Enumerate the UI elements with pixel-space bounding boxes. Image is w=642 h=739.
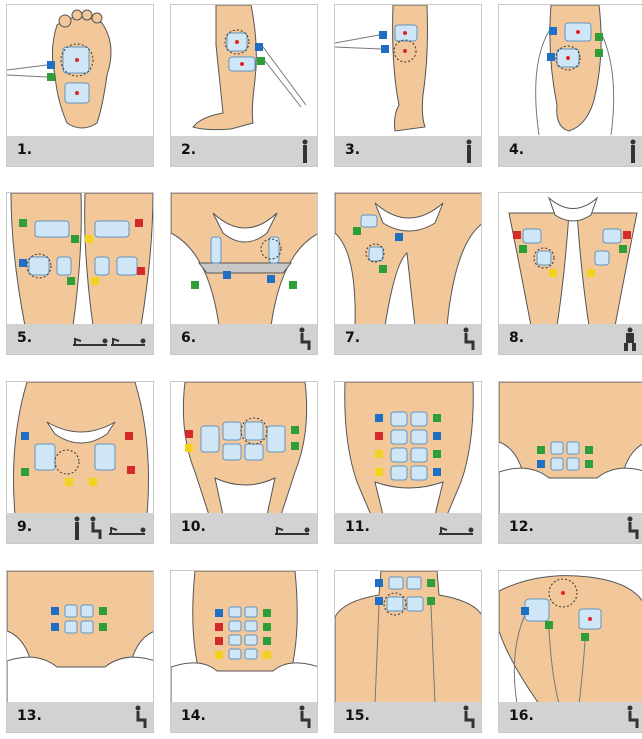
- lower-leg-side-illustration: [192, 5, 307, 131]
- label-bar: 2.: [171, 136, 317, 166]
- abdomen-illustration: [182, 382, 308, 515]
- panel-7: 7.: [334, 192, 482, 355]
- standing-icon: [466, 139, 472, 163]
- panel-number: 11.: [345, 519, 370, 535]
- inner-thighs-seated-illustration: [171, 193, 317, 326]
- lower-back-seated-illustration: [7, 571, 153, 704]
- label-bar: 10.: [171, 513, 317, 543]
- lower-leg-front-illustration: [335, 5, 428, 132]
- panel-9: 9.: [6, 381, 154, 544]
- label-bar: 11.: [335, 513, 481, 543]
- abdomen-center-illustration: [344, 382, 474, 515]
- label-bar: 7.: [335, 324, 481, 354]
- label-bar: 13.: [7, 702, 153, 732]
- neck-back-illustration: [335, 571, 481, 704]
- panel-number: 13.: [17, 708, 42, 724]
- panel-12: 12.: [498, 381, 642, 544]
- label-bar: 14.: [171, 702, 317, 732]
- sitting-icon: [299, 327, 311, 350]
- panel-number: 5.: [17, 330, 33, 346]
- knee-seated-illustration: [335, 193, 481, 326]
- panel-10: 10.: [170, 381, 318, 544]
- standing-icon: [630, 139, 636, 163]
- panel-8: 8.: [498, 192, 642, 355]
- panel-13: 13.: [6, 570, 154, 733]
- label-bar: 16.: [499, 702, 642, 732]
- panel-3: 3.: [334, 4, 482, 167]
- label-bar: 15.: [335, 702, 481, 732]
- knees-seated-front-illustration: [508, 196, 638, 326]
- panel-number: 12.: [509, 519, 534, 535]
- label-bar: 4.: [499, 136, 642, 166]
- panel-14: 14.: [170, 570, 318, 733]
- panel-number: 8.: [509, 330, 525, 346]
- panel-1: 1.: [6, 4, 154, 167]
- lying-icon: [73, 337, 146, 346]
- panel-number: 9.: [17, 519, 33, 535]
- panel-15: 15.: [334, 570, 482, 733]
- label-bar: 8.: [499, 324, 642, 354]
- panel-16: 16.: [498, 570, 642, 733]
- shoulder-illustration: [499, 575, 642, 704]
- label-bar: 6.: [171, 324, 317, 354]
- sitting-icon: [463, 327, 475, 350]
- buttocks-illustration: [13, 382, 149, 515]
- panel-number: 2.: [181, 142, 197, 158]
- sitting-icon: [463, 705, 475, 728]
- panel-number: 3.: [345, 142, 361, 158]
- thigh-back-illustration: [535, 5, 615, 136]
- panel-6: 6.: [170, 192, 318, 355]
- panel-4: 4.: [498, 4, 642, 167]
- label-bar: 1.: [7, 136, 153, 166]
- panel-number: 14.: [181, 708, 206, 724]
- lying-icon: [275, 526, 310, 535]
- label-bar: 12.: [499, 513, 642, 543]
- label-bar: 3.: [335, 136, 481, 166]
- lower-back-illustration: [499, 382, 642, 515]
- panel-11: 11.: [334, 381, 482, 544]
- label-bar: 5.: [7, 324, 153, 354]
- sitting-icon: [135, 705, 147, 728]
- panel-number: 16.: [509, 708, 534, 724]
- lying-icon: [439, 526, 474, 535]
- thighs-front-illustration: [10, 193, 153, 326]
- mid-back-illustration: [171, 571, 317, 704]
- standing-icon: [302, 139, 308, 163]
- sitting-icon: [299, 705, 311, 728]
- panel-number: 10.: [181, 519, 206, 535]
- panel-2: 2.: [170, 4, 318, 167]
- panel-number: 6.: [181, 330, 197, 346]
- panel-number: 4.: [509, 142, 525, 158]
- panel-number: 1.: [17, 142, 33, 158]
- panel-number: 7.: [345, 330, 361, 346]
- panel-5: 5.: [6, 192, 154, 355]
- label-bar: 9.: [7, 513, 153, 543]
- sitting-icon: [627, 516, 639, 539]
- sitting-front-icon: [624, 327, 636, 351]
- sitting-icon: [627, 705, 639, 728]
- panel-number: 15.: [345, 708, 370, 724]
- position-icons: [74, 516, 146, 540]
- foot-sole-illustration: [7, 9, 112, 129]
